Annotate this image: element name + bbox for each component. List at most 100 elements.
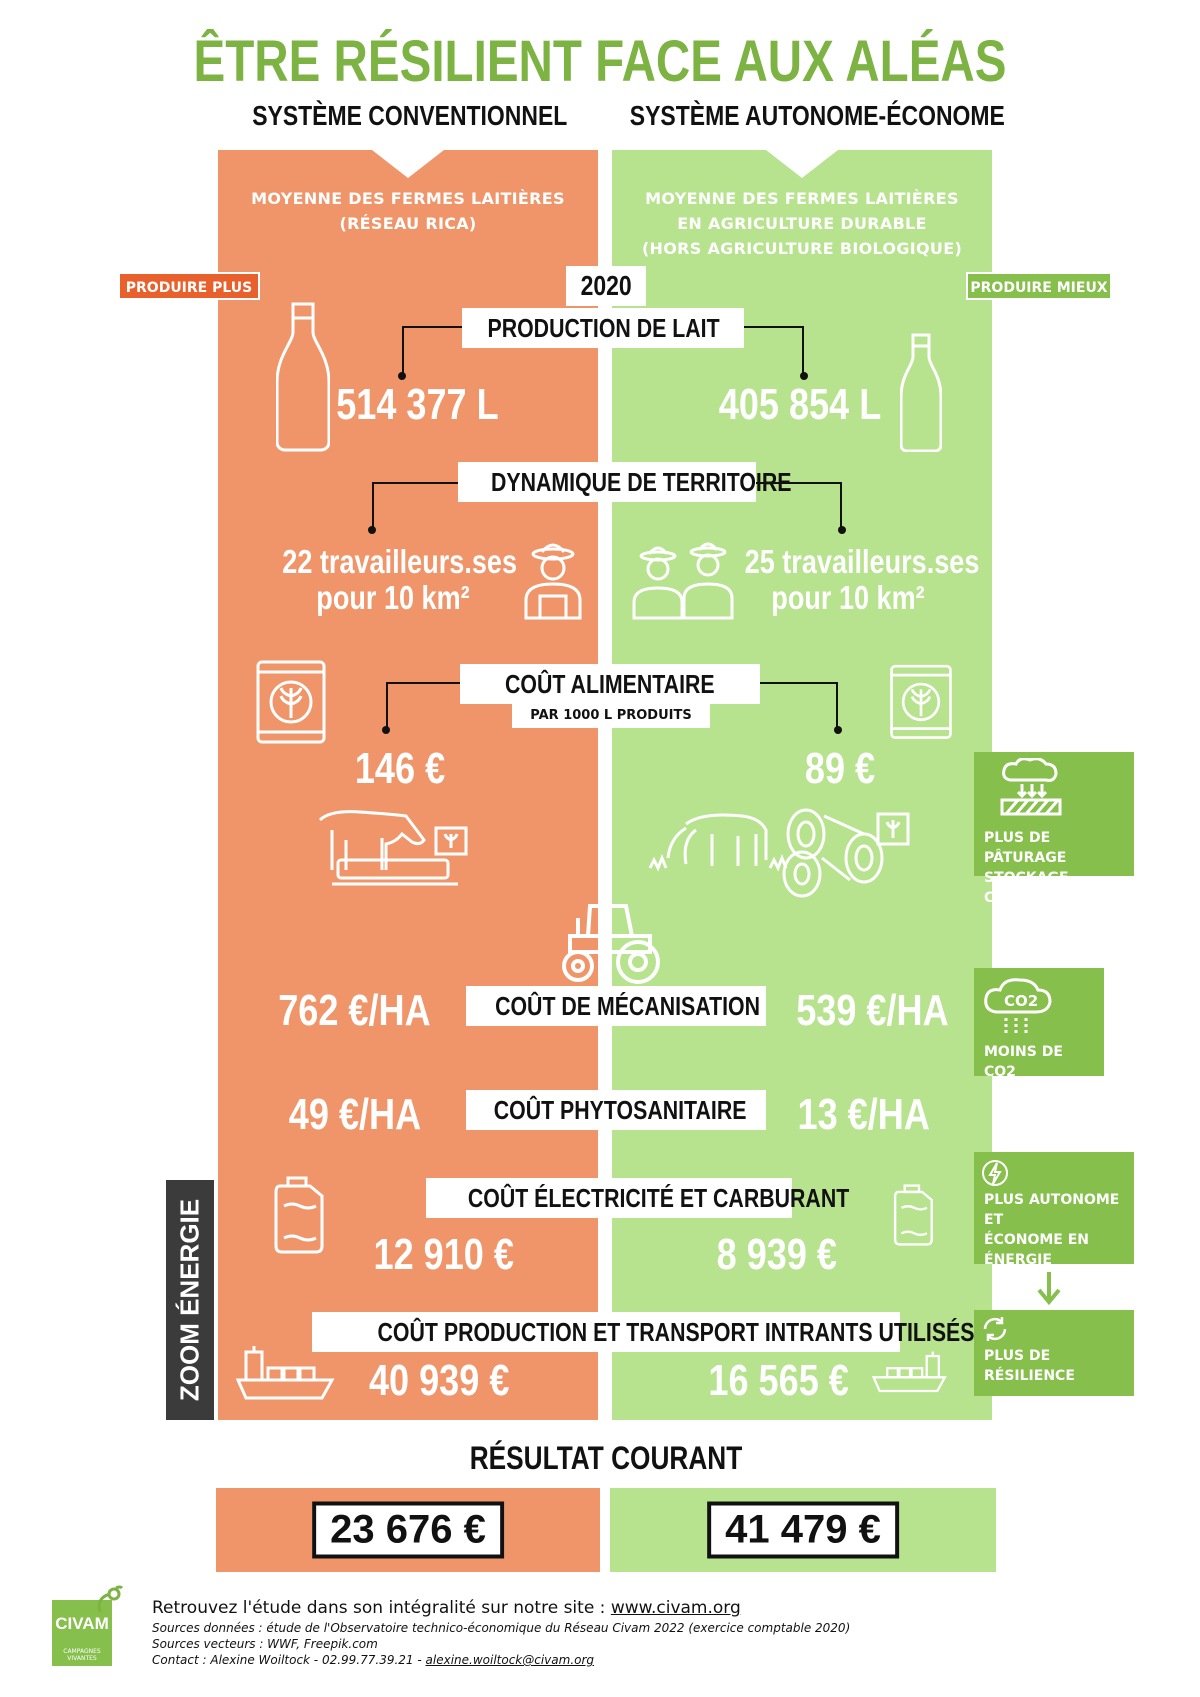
year-badge: 2020: [566, 266, 646, 306]
connector-milk-right: [744, 326, 804, 376]
connector-dot: [838, 526, 846, 534]
connector-dot: [834, 726, 842, 734]
label-territory: DYNAMIQUE DE TERRITOIRE: [458, 462, 791, 502]
workers-autonomous-line2: pour 10 km²: [771, 579, 925, 616]
energy-line1: PLUS AUTONOME ET: [984, 1192, 1120, 1228]
cow-grazing-icon: [646, 794, 916, 898]
workers-autonomous-line1: 25 travailleurs.ses: [744, 543, 980, 580]
inputs-value-conventional: 40 939 €: [368, 1356, 510, 1405]
desc-conventional-line1: MOYENNE DES FERMES LAITIÈRES: [251, 189, 565, 208]
result-heading: RÉSULTAT COURANT: [469, 1440, 743, 1476]
inputs-value-autonomous: 16 565 €: [708, 1356, 849, 1405]
desc-conventional-line2: (RÉSEAU RICA): [339, 214, 477, 233]
side-box-energy: PLUS AUTONOME ET ÉCONOME EN ÉNERGIE: [974, 1152, 1134, 1268]
tractor-icon: [556, 900, 666, 986]
tag-produire-plus: PRODUIRE PLUS: [118, 272, 260, 300]
footer-sources-data: Sources données : étude de l'Observatoir…: [152, 1621, 851, 1635]
year-label: 2020: [580, 270, 632, 301]
cow-feeding-icon: [312, 800, 472, 890]
feed-value-conventional: 146 €: [354, 744, 446, 793]
label-energy-text: COÛT ÉLECTRICITÉ ET CARBURANT: [467, 1183, 850, 1213]
label-feed-sub: PAR 1000 L PRODUITS: [512, 704, 710, 728]
footer-url-link[interactable]: www.civam.org: [610, 1598, 741, 1618]
result-value-autonomous: 41 479 €: [707, 1501, 899, 1559]
co2-cloud-icon: CO2: [982, 974, 1056, 1040]
milk-value-conventional: 514 377 L: [336, 380, 499, 429]
connector-feed-right: [760, 682, 838, 730]
label-phyto: COÛT PHYTOSANITAIRE: [466, 1090, 766, 1130]
civam-logo-sub: CAMPAGNES VIVANTES: [63, 1648, 101, 1662]
panel-notch-left: [372, 150, 444, 178]
connector-dot: [368, 526, 376, 534]
feed-value-autonomous: 89 €: [804, 744, 876, 793]
desc-autonomous-line2: EN AGRICULTURE DURABLE: [677, 214, 927, 233]
desc-autonomous-line3: (HORS AGRICULTURE BIOLOGIQUE): [641, 239, 963, 258]
arrow-down-icon: [1036, 1270, 1062, 1306]
heading-autonomous: SYSTÈME AUTONOME-ÉCONOME: [629, 100, 1005, 131]
workers-conventional: 22 travailleurs.ses pour 10 km²: [282, 543, 517, 616]
connector-milk-left: [402, 326, 462, 376]
fuel-can-icon: [890, 1184, 940, 1246]
result-panel-conventional: 23 676 €: [216, 1488, 600, 1572]
label-mecanisation-text: COÛT DE MÉCANISATION: [495, 991, 761, 1021]
connector-dot: [800, 372, 808, 380]
resilience-line2: RÉSILIENCE: [984, 1368, 1075, 1384]
footer-contact-text: Contact : Alexine Woiltock - 02.99.77.39…: [152, 1653, 426, 1667]
label-energy: COÛT ÉLECTRICITÉ ET CARBURANT: [426, 1178, 849, 1218]
tag-produire-mieux: PRODUIRE MIEUX: [966, 272, 1112, 300]
lightning-icon: [980, 1158, 1010, 1188]
footer-main-text: Retrouvez l'étude dans son intégralité s…: [152, 1598, 611, 1618]
phyto-value-conventional: 49 €/HA: [288, 1090, 422, 1139]
pasture-line2: STOCKAGE CARBONE: [984, 870, 1069, 906]
feed-bag-icon: [254, 656, 328, 746]
workers-conventional-line1: 22 travailleurs.ses: [282, 543, 517, 580]
mecanisation-value-conventional: 762 €/HA: [278, 986, 431, 1035]
co2-label: MOINS DE CO2: [984, 1044, 1063, 1080]
civam-logo-text: CIVAM: [55, 1614, 109, 1633]
energy-value-conventional: 12 910 €: [373, 1230, 514, 1279]
mecanisation-value-autonomous: 539 €/HA: [796, 986, 949, 1035]
milk-bottle-icon: [900, 332, 942, 452]
desc-conventional: MOYENNE DES FERMES LAITIÈRES (RÉSEAU RIC…: [218, 186, 598, 236]
cargo-ship-icon: [236, 1344, 336, 1402]
footer-main: Retrouvez l'étude dans son intégralité s…: [152, 1598, 741, 1618]
label-feed-text: COÛT ALIMENTAIRE: [505, 669, 715, 699]
farmer-icon: [520, 540, 586, 620]
label-inputs: COÛT PRODUCTION ET TRANSPORT INTRANTS UT…: [312, 1312, 974, 1352]
label-milk-production: PRODUCTION DE LAIT: [462, 308, 744, 348]
co2-icon-text: CO2: [1004, 992, 1038, 1010]
label-mecanisation: COÛT DE MÉCANISATION: [466, 986, 766, 1026]
result-panel-autonomous: 41 479 €: [610, 1488, 996, 1572]
side-box-co2: MOINS DE CO2: [974, 968, 1104, 1080]
leaf-swirl-icon: [92, 1584, 124, 1616]
footer-contact: Contact : Alexine Woiltock - 02.99.77.39…: [152, 1652, 1052, 1668]
zoom-energy-band: ZOOM ÉNERGIE: [166, 1180, 214, 1420]
label-milk-text: PRODUCTION DE LAIT: [487, 313, 720, 343]
feed-bag-icon: [888, 660, 954, 742]
panel-notch-right: [766, 150, 838, 178]
cargo-ship-icon: [872, 1350, 948, 1394]
connector-dot: [398, 372, 406, 380]
milk-value-autonomous: 405 854 L: [718, 380, 882, 429]
connector-territory-right: [756, 482, 842, 530]
civam-logo: CIVAM CAMPAGNES VIVANTES: [52, 1600, 112, 1666]
footer-email-link[interactable]: alexine.woiltock@civam.org: [425, 1653, 595, 1667]
farmers-group-icon: [628, 540, 738, 620]
label-inputs-text: COÛT PRODUCTION ET TRANSPORT INTRANTS UT…: [377, 1317, 975, 1347]
energy-line2: ÉCONOME EN: [984, 1232, 1090, 1248]
milk-bottle-icon: [276, 300, 330, 452]
side-box-resilience: PLUS DE RÉSILIENCE: [974, 1310, 1134, 1396]
energy-value-autonomous: 8 939 €: [716, 1230, 837, 1279]
resilience-line1: PLUS DE: [984, 1348, 1051, 1364]
heading-conventional: SYSTÈME CONVENTIONNEL: [252, 100, 568, 131]
desc-autonomous: MOYENNE DES FERMES LAITIÈRES EN AGRICULT…: [612, 186, 992, 261]
connector-territory-left: [372, 482, 458, 530]
fuel-can-icon: [270, 1176, 332, 1254]
label-territory-text: DYNAMIQUE DE TERRITOIRE: [490, 467, 792, 497]
result-value-conventional: 23 676 €: [312, 1501, 504, 1559]
footer-sources: Sources données : étude de l'Observatoir…: [152, 1620, 1052, 1668]
connector-feed-left: [386, 682, 460, 730]
label-phyto-text: COÛT PHYTOSANITAIRE: [493, 1095, 747, 1125]
workers-conventional-line2: pour 10 km²: [316, 579, 470, 616]
phyto-value-autonomous: 13 €/HA: [797, 1090, 930, 1139]
